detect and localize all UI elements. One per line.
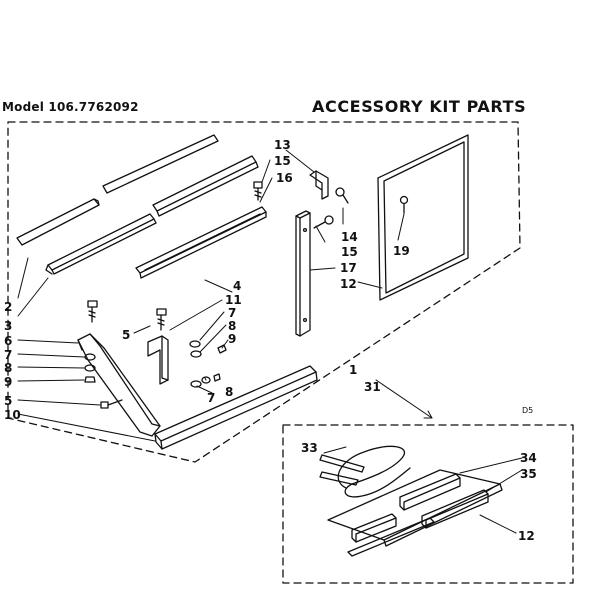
part-14-screw	[335, 187, 349, 204]
part-17-post	[295, 210, 311, 337]
callout-9-right: 9	[228, 332, 236, 346]
callout-34: 34	[520, 451, 537, 465]
callout-17: 17	[340, 261, 357, 275]
callout-33: 33	[301, 441, 318, 455]
part-10-rail	[154, 365, 318, 450]
callout-5-lower: 5	[4, 394, 12, 408]
part-16-screw	[253, 181, 263, 201]
callout-8-right: 8	[228, 319, 236, 333]
washer-8b	[190, 350, 202, 358]
callout-7-bottom: 7	[207, 391, 215, 405]
callout-3: 3	[4, 319, 12, 333]
callout-9: 9	[4, 375, 12, 389]
callout-13: 13	[274, 138, 291, 152]
callout-11: 11	[225, 293, 242, 307]
washer-7c	[190, 380, 202, 388]
nut-9b	[217, 344, 227, 354]
callout-16: 16	[276, 171, 293, 185]
callout-1: 1	[349, 363, 357, 377]
washer-7	[84, 353, 96, 361]
callout-35: 35	[520, 467, 537, 481]
washer-7b	[189, 340, 201, 348]
part-12-panel	[377, 134, 469, 301]
callout-15: 15	[274, 154, 291, 168]
part-33-strip	[319, 454, 365, 486]
part-19-screw	[399, 195, 409, 214]
callout-8: 8	[4, 361, 12, 375]
callout-12: 12	[340, 277, 357, 291]
kit-block-34	[399, 473, 461, 511]
part-13-bracket	[309, 170, 329, 200]
diagram-code: D5	[522, 406, 533, 415]
part-3-channel	[45, 213, 157, 275]
callout-7: 7	[4, 348, 12, 362]
kit-boundary	[282, 424, 574, 584]
gasket-coil	[337, 445, 411, 498]
upper-channel	[152, 155, 259, 217]
page-title: ACCESSORY KIT PARTS	[312, 97, 527, 116]
nut-9	[84, 376, 96, 383]
washer-8	[84, 364, 96, 372]
part-2-rail	[16, 198, 100, 246]
part-5-screw	[87, 300, 98, 323]
callout-6: 6	[4, 334, 12, 348]
callout-10: 10	[4, 408, 21, 422]
callout-15-lower: 15	[341, 245, 358, 259]
kit-block-small	[351, 513, 397, 543]
part-5-screw-b	[156, 308, 167, 331]
part-11-bracket	[147, 335, 169, 385]
callout-19: 19	[393, 244, 410, 258]
leader-lines	[17, 149, 523, 534]
kit-base-strip	[327, 469, 503, 547]
upper-rail	[102, 134, 219, 194]
callout-14: 14	[341, 230, 358, 244]
callout-12-kit: 12	[518, 529, 535, 543]
callout-7-right: 7	[228, 306, 236, 320]
part-5-screw-c	[100, 399, 123, 409]
part-15-screw	[313, 215, 334, 229]
part-4-channel	[135, 206, 267, 279]
main-boundary	[7, 121, 521, 463]
callout-5: 5	[122, 328, 130, 342]
model-number: Model 106.7762092	[2, 100, 139, 114]
nut-9c	[213, 373, 221, 382]
callout-8-bottom: 8	[225, 385, 233, 399]
part-6-brace	[77, 333, 161, 437]
callout-31: 31	[364, 380, 381, 394]
washer-8c	[201, 376, 211, 384]
callout-2: 2	[4, 300, 12, 314]
callout-4: 4	[233, 279, 241, 293]
kit-long-strip	[347, 517, 435, 557]
